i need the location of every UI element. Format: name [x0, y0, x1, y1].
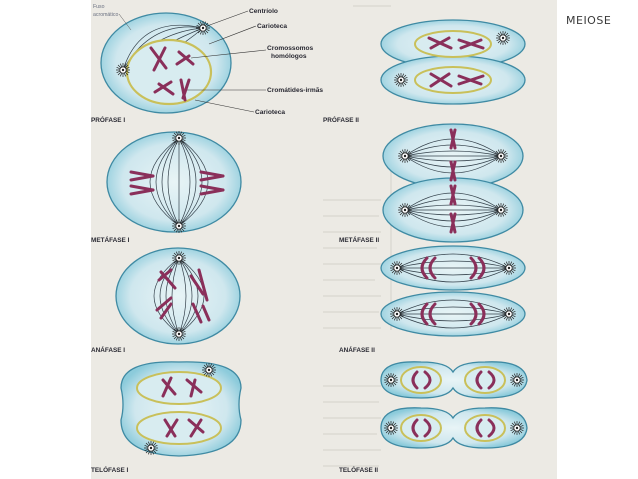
- cell-anaphase-2: [380, 245, 526, 337]
- annotation-fuso2: acromático: [93, 12, 118, 18]
- cell-prophase-2: [380, 19, 526, 105]
- stage-label-prophase-1: PRÓFASE I: [91, 115, 125, 124]
- cell-metaphase-1: [106, 130, 242, 234]
- annotation-cromatides: Cromátides-irmãs: [267, 87, 323, 94]
- stage-label-anaphase-1: ANÁFASE I: [91, 345, 125, 354]
- annotation-carioteca: Carioteca: [257, 23, 287, 30]
- stage-label-metaphase-1: METÁFASE I: [91, 235, 130, 244]
- cell-anaphase-1: [115, 247, 241, 345]
- stage-label-metaphase-2: METÁFASE II: [339, 235, 379, 244]
- meiosis-diagram: Fuso acromático Centríolo Carioteca Crom…: [91, 0, 557, 479]
- cell-telophase-1: [120, 361, 242, 457]
- cell-telophase-2: [380, 361, 528, 449]
- annotation-cromossomos: Cromossomos: [267, 45, 313, 52]
- annotation-homologos: homólogos: [271, 53, 307, 60]
- stage-label-telophase-1: TELÓFASE I: [91, 465, 129, 474]
- annotation-carioteca-2: Carioteca: [255, 109, 285, 116]
- stage-label-telophase-2: TELÓFASE II: [339, 465, 378, 474]
- stage-label-prophase-2: PRÓFASE II: [323, 115, 359, 124]
- stage-label-anaphase-2: ANÁFASE II: [339, 345, 375, 354]
- annotation-fuso: Fuso: [93, 4, 105, 10]
- cell-metaphase-2: [382, 123, 524, 243]
- cell-prophase-1: [100, 12, 232, 114]
- slide-title: MEIOSE: [566, 14, 612, 27]
- background-text-texture: [323, 5, 392, 467]
- annotation-centriolo: Centríolo: [249, 8, 278, 15]
